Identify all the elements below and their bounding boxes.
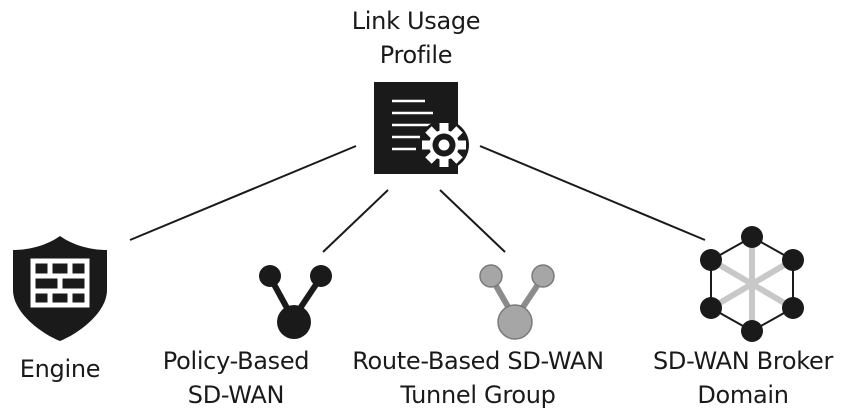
engine-label-line1: Engine bbox=[19, 355, 101, 383]
node-label-policy-based: Policy-Based SD-WAN bbox=[148, 344, 324, 412]
connector-policy-based bbox=[322, 189, 389, 253]
node-label-broker: SD-WAN Broker Domain bbox=[634, 344, 852, 412]
connector-engine bbox=[129, 145, 357, 241]
root-label-line2: Profile bbox=[379, 41, 453, 69]
connector-route-based bbox=[439, 189, 506, 253]
root-label-line1: Link Usage bbox=[351, 7, 481, 35]
policy-label-line2: SD-WAN bbox=[187, 381, 285, 409]
fork-nodes-icon-route bbox=[479, 264, 555, 340]
broker-label-line2: Domain bbox=[697, 381, 789, 409]
mesh-network-icon bbox=[700, 226, 804, 342]
fork-nodes-icon-policy bbox=[259, 265, 332, 339]
firewall-shield-icon bbox=[13, 236, 107, 341]
root-label: Link Usage Profile bbox=[326, 4, 506, 72]
policy-label-line1: Policy-Based bbox=[162, 347, 310, 375]
connector-broker bbox=[479, 145, 706, 241]
broker-label-line1: SD-WAN Broker bbox=[652, 347, 834, 375]
node-label-engine: Engine bbox=[4, 352, 116, 386]
node-label-route-based: Route-Based SD-WAN Tunnel Group bbox=[328, 344, 628, 412]
route-label-line2: Tunnel Group bbox=[400, 381, 556, 409]
document-gear-icon bbox=[374, 82, 469, 174]
route-label-line1: Route-Based SD-WAN bbox=[352, 347, 604, 375]
